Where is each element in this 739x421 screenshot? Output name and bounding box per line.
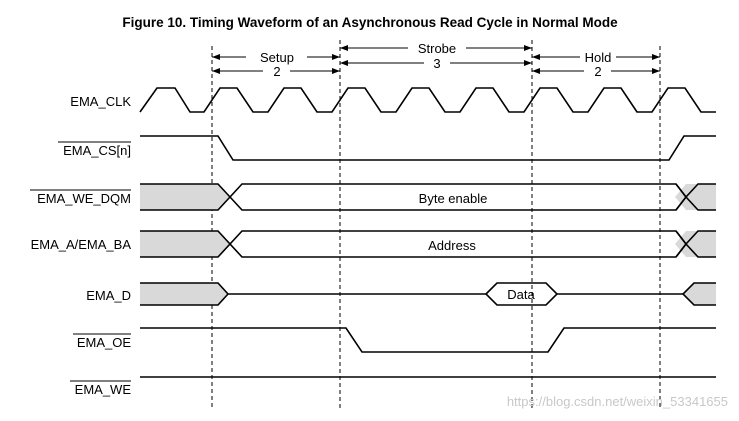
signal-label-ema-cs: EMA_CS[n] <box>63 143 131 158</box>
waveform-ema-a-ba: Address <box>140 230 716 258</box>
signal-labels: EMA_CLK EMA_CS[n] EMA_WE_DQM EMA_A/EMA_B… <box>30 94 131 397</box>
waveform-ema-cs <box>140 135 716 161</box>
signal-label-ema-we: EMA_WE <box>75 382 132 397</box>
strobe-label: Strobe <box>418 41 456 56</box>
bus-text-data: Data <box>507 287 535 302</box>
waveform-ema-clk <box>139 87 716 113</box>
waveform-ema-oe <box>140 327 716 353</box>
strobe-value: 3 <box>433 56 440 71</box>
signal-label-ema-oe: EMA_OE <box>77 335 132 350</box>
watermark-text: https://blog.csdn.net/weixin_53341655 <box>507 394 728 409</box>
signal-label-ema-d: EMA_D <box>86 288 131 303</box>
signal-label-ema-a-ba: EMA_A/EMA_BA <box>31 237 132 252</box>
setup-label: Setup <box>260 50 294 65</box>
hold-label: Hold <box>585 50 612 65</box>
waveform-ema-we-dqm: Byte enable <box>140 183 716 211</box>
figure-title: Figure 10. Timing Waveform of an Asynchr… <box>122 15 618 30</box>
bus-text-byte-enable: Byte enable <box>419 191 488 206</box>
phase-annotations: Setup 2 Strobe 3 Hold <box>212 41 660 79</box>
signal-label-ema-clk: EMA_CLK <box>70 94 131 109</box>
hold-phase: Hold 2 <box>532 50 660 79</box>
strobe-phase: Strobe 3 <box>340 41 532 71</box>
hold-value: 2 <box>594 64 601 79</box>
signal-label-ema-we-dqm: EMA_WE_DQM <box>37 191 131 206</box>
waveform-ema-d: Data <box>140 282 716 306</box>
bus-text-address: Address <box>428 238 476 253</box>
setup-value: 2 <box>273 64 280 79</box>
setup-phase: Setup 2 <box>212 50 340 79</box>
phase-boundary-lines <box>211 40 661 410</box>
